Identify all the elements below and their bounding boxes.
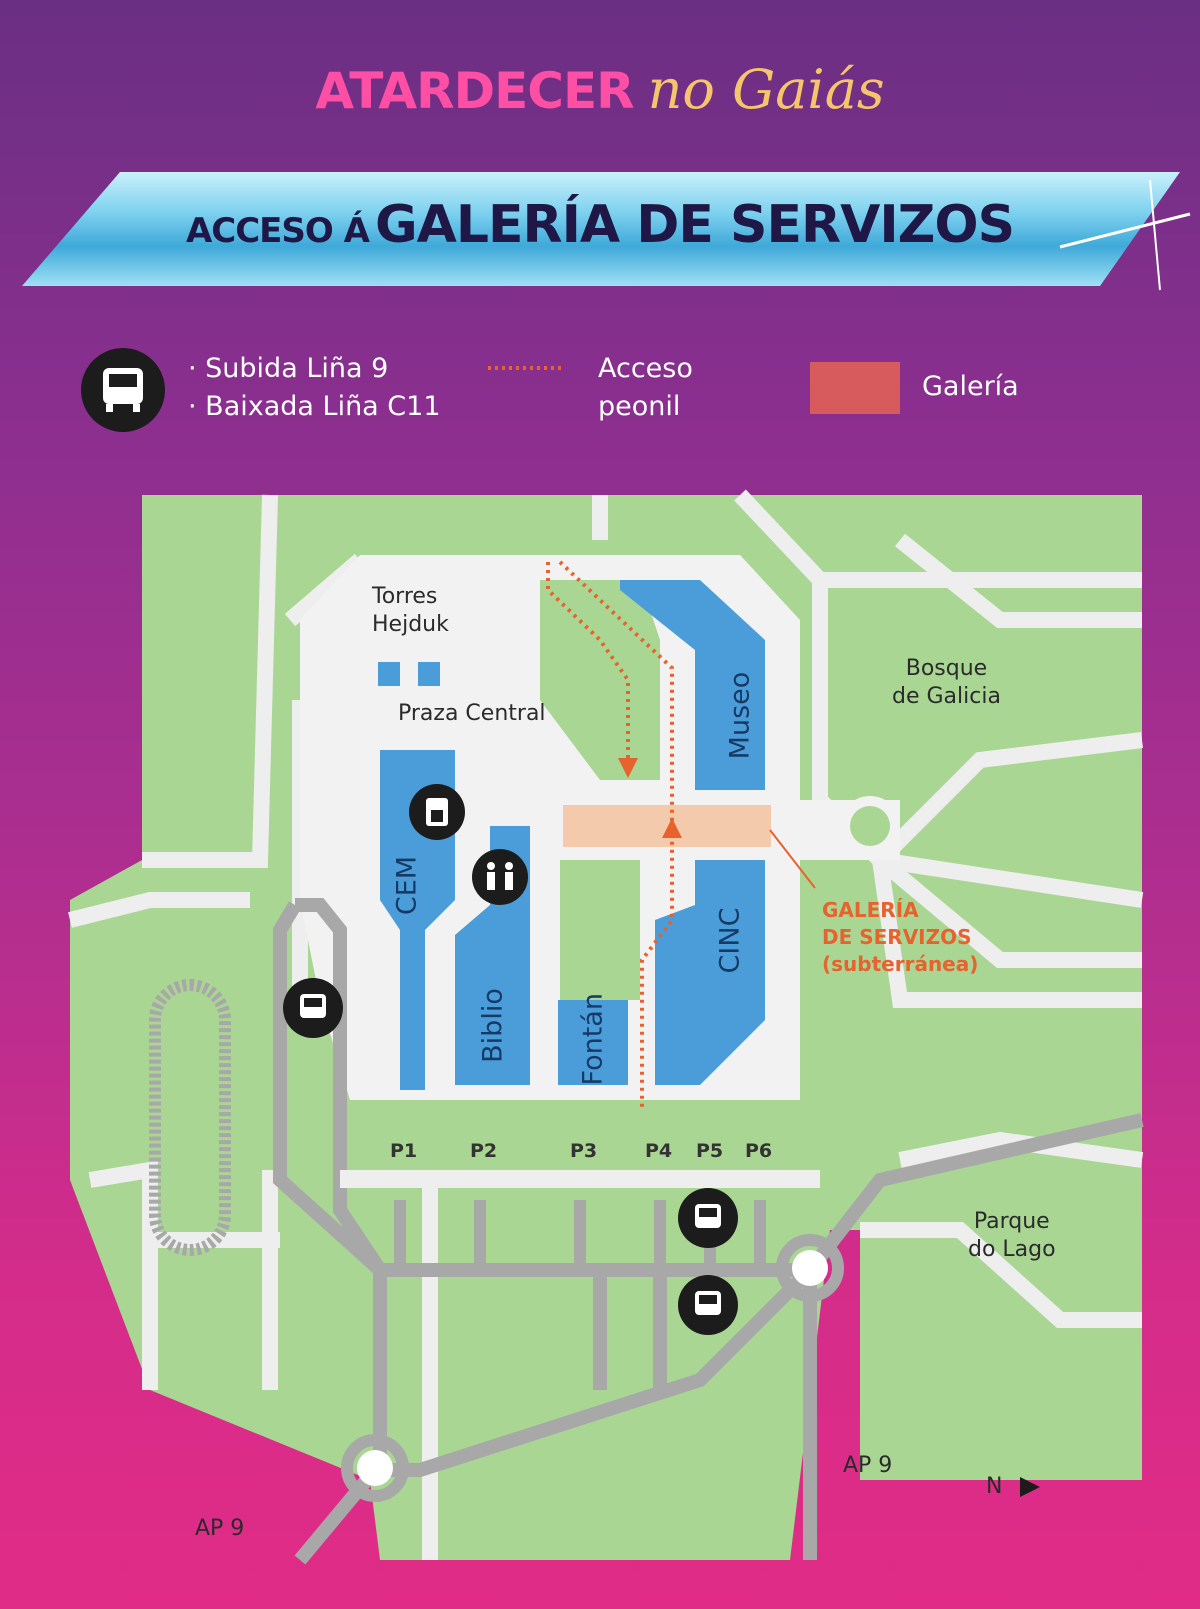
- banner-big: GALERÍA DE SERVIZOS: [374, 195, 1015, 255]
- torres-hejduk-1: [378, 662, 400, 686]
- gallery-pointer: [769, 829, 816, 889]
- torres-hejduk-2: [418, 662, 440, 686]
- label-parque: Parque do Lago: [968, 1208, 1056, 1264]
- title-bold: ATARDECER: [315, 62, 634, 120]
- parking-access-road: [340, 1170, 820, 1188]
- label-fontan: Fontán: [577, 993, 609, 1086]
- label-biblio: Biblio: [477, 988, 509, 1063]
- parking-label-p5: P5: [696, 1140, 724, 1162]
- roads: [68, 489, 1144, 1560]
- title-script: no Gaiás: [647, 58, 885, 121]
- label-galeria-line2: DE SERVIZOS: [822, 925, 972, 949]
- label-praza-central: Praza Central: [398, 701, 546, 726]
- legend-gallery: Galería: [922, 371, 1019, 402]
- label-cem: CEM: [391, 855, 423, 916]
- parking-label-p2: P2: [470, 1140, 498, 1162]
- label-parque-line1: Parque: [973, 1209, 1050, 1234]
- parking-label-p6: P6: [745, 1140, 773, 1162]
- museo-building: [620, 580, 765, 790]
- bus-stop-p5-icon: [678, 1188, 738, 1248]
- parking-label-p1: P1: [390, 1140, 418, 1162]
- banner-small: ACCESO Á: [185, 211, 370, 251]
- label-torres: Torres Hejduk: [372, 583, 449, 639]
- gallery-legend-swatch: [810, 362, 900, 414]
- label-bosque: Bosque de Galicia: [892, 655, 1001, 711]
- label-torres-line2: Hejduk: [372, 612, 449, 637]
- sparkle-ray: [1149, 179, 1161, 291]
- legend-bus: · Subida Liña 9 · Baixada Liña C11: [188, 350, 441, 426]
- label-bosque-line1: Bosque: [905, 656, 988, 681]
- roundabout-west: [341, 1434, 409, 1502]
- cafe-icon: [409, 784, 465, 840]
- label-museo: Museo: [724, 671, 756, 760]
- fontan-building: [558, 1000, 628, 1085]
- legend-bus-line1: · Subida Liña 9: [188, 353, 389, 384]
- label-bosque-line2: de Galicia: [892, 684, 1001, 709]
- label-ap9-left: AP 9: [195, 1516, 245, 1541]
- running-track: [149, 979, 231, 1256]
- label-galeria-servizos: GALERÍA DE SERVIZOS (subterránea): [822, 897, 978, 978]
- banner-ribbon: [22, 172, 1180, 286]
- legend-walk-line1: Acceso: [598, 353, 693, 384]
- parking-label-p3: P3: [570, 1140, 598, 1162]
- walk-route-b: [558, 560, 674, 1110]
- roundabout-east: [776, 1234, 844, 1302]
- toilets-icon: [472, 849, 528, 905]
- cinc-building: [655, 860, 765, 1085]
- plaza-green-south: [560, 860, 640, 1000]
- legend-walk-line2: peonil: [598, 391, 681, 422]
- legend-bus-line2: · Baixada Liña C11: [188, 391, 441, 422]
- sparkle-icon: [1059, 212, 1191, 249]
- walk-route-a: [546, 562, 630, 760]
- vehicle-roads: [273, 898, 1144, 1565]
- label-cinc: CINC: [714, 907, 746, 974]
- north-arrow-icon: [1020, 1477, 1040, 1497]
- label-ap9-right: AP 9: [843, 1453, 893, 1478]
- label-torres-line1: Torres: [372, 584, 438, 609]
- label-galeria-line1: GALERÍA: [822, 898, 919, 922]
- bus-stop-south-icon: [678, 1275, 738, 1335]
- label-parque-line2: do Lago: [968, 1237, 1056, 1262]
- parking-label-p4: P4: [645, 1140, 673, 1162]
- label-north: N: [986, 1474, 1003, 1499]
- bus-stop-west-icon: [283, 978, 343, 1038]
- label-galeria-line3: (subterránea): [822, 952, 979, 976]
- gallery-underground: [563, 805, 771, 847]
- legend-walk: Acceso peonil: [598, 350, 693, 426]
